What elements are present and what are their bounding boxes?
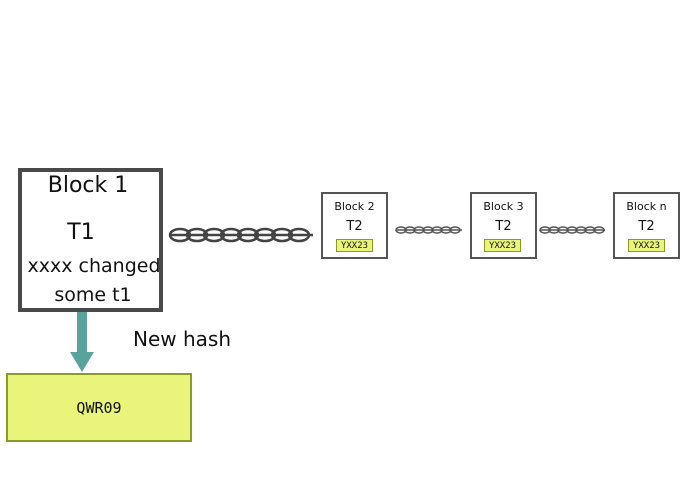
block-2-hash-value: YXX23 — [340, 240, 369, 251]
block-2-title: Block 2 — [334, 200, 375, 213]
new-hash-box: QWR09 — [6, 373, 192, 442]
block-n-transaction: T2 — [638, 219, 655, 234]
block-2-hash: YXX23 — [336, 239, 373, 252]
block-3 — [470, 192, 537, 259]
block-3-hash: YXX23 — [484, 239, 521, 252]
block-n-hash-value: YXX23 — [632, 240, 661, 251]
block-1-change-line-1: xxxx changed — [27, 255, 161, 277]
block-1-change-line-2: some t1 — [54, 284, 132, 306]
block-n-title: Block n — [626, 200, 667, 213]
block-1-transaction: T1 — [67, 220, 95, 245]
block-3-transaction: T2 — [495, 219, 512, 234]
block-n-hash: YXX23 — [628, 239, 665, 252]
block-1-title: Block 1 — [47, 173, 129, 198]
new-hash-value: QWR09 — [76, 398, 122, 417]
new-hash-label: New hash — [133, 327, 232, 351]
block-3-hash-value: YXX23 — [488, 240, 517, 251]
block-3-title: Block 3 — [483, 200, 524, 213]
block-1 — [18, 168, 163, 312]
block-2-transaction: T2 — [346, 219, 363, 234]
